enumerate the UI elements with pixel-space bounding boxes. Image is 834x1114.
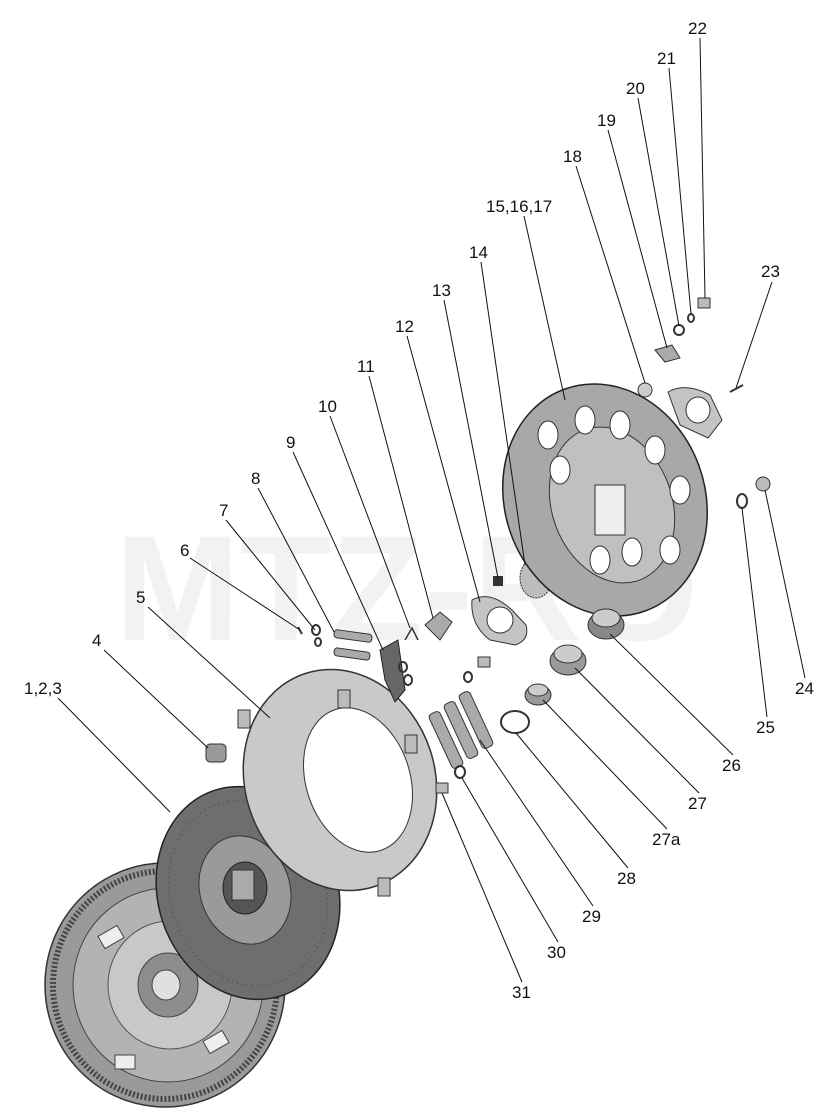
nut-part-24 — [755, 476, 771, 492]
leader-lines — [57, 37, 806, 983]
label-5: 5 — [136, 588, 145, 607]
label-11: 11 — [357, 357, 375, 376]
label-15-16-17: 15,16,17 — [486, 197, 552, 216]
release-bearing — [587, 608, 625, 640]
label-4: 4 — [92, 631, 101, 650]
label-18: 18 — [563, 147, 582, 166]
right-small-parts — [637, 297, 744, 439]
label-10: 10 — [318, 397, 337, 416]
label-24: 24 — [795, 679, 814, 698]
part-labels: 22 21 20 19 18 15,16,17 23 14 13 12 11 1… — [24, 19, 814, 1002]
pin-part-4 — [205, 743, 227, 763]
label-14: 14 — [469, 243, 488, 262]
label-6: 6 — [180, 541, 189, 560]
washer-part-25 — [736, 493, 748, 509]
label-31: 31 — [512, 983, 531, 1002]
label-30: 30 — [547, 943, 566, 962]
label-7: 7 — [219, 501, 228, 520]
label-29: 29 — [582, 907, 601, 926]
label-9: 9 — [286, 433, 295, 452]
spring-part-27a — [524, 683, 552, 706]
label-19: 19 — [597, 111, 616, 130]
label-27a: 27а — [652, 830, 681, 849]
label-1-2-3: 1,2,3 — [24, 679, 62, 698]
pressure-plate — [237, 668, 438, 897]
washer-part-30 — [454, 765, 466, 779]
label-13: 13 — [432, 281, 451, 300]
bushing-part-13 — [493, 576, 503, 586]
label-25: 25 — [756, 718, 775, 737]
label-20: 20 — [626, 79, 645, 98]
label-8: 8 — [251, 469, 260, 488]
ring-part-28 — [500, 710, 530, 734]
label-28: 28 — [617, 869, 636, 888]
clutch-housing — [501, 383, 709, 617]
small-parts-group — [297, 611, 453, 703]
label-12: 12 — [395, 317, 414, 336]
label-26: 26 — [722, 756, 741, 775]
label-22: 22 — [688, 19, 707, 38]
label-23: 23 — [761, 262, 780, 281]
links-part-29 — [428, 691, 494, 769]
label-21: 21 — [657, 49, 676, 68]
label-27: 27 — [688, 794, 707, 813]
spring-part-27 — [549, 644, 587, 676]
bolt-part-31 — [435, 782, 449, 794]
